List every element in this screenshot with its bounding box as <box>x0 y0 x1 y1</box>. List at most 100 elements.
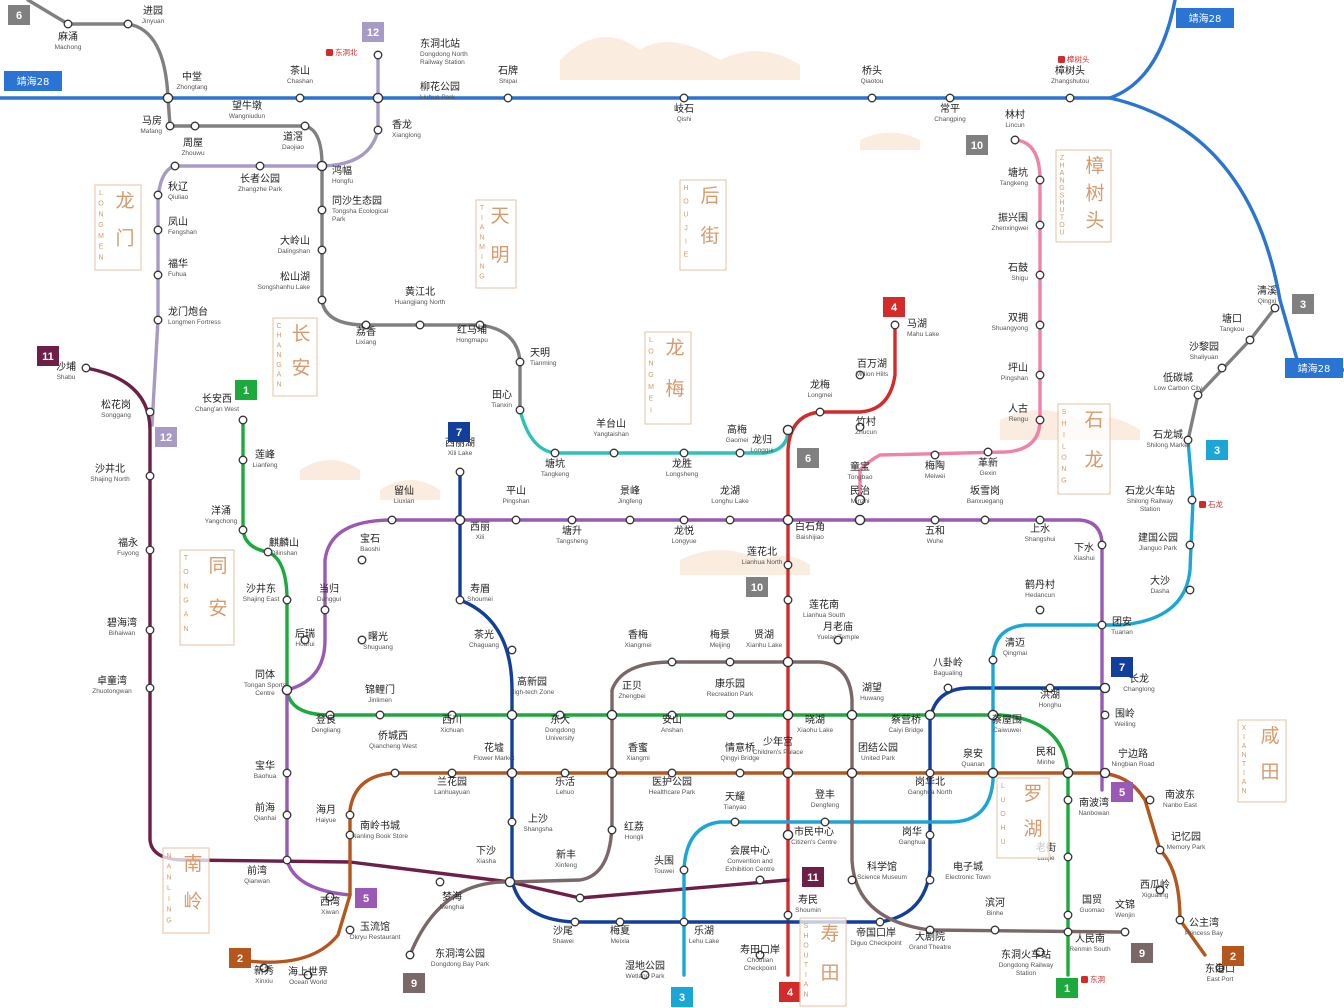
train-station-icon[interactable] <box>1035 220 1045 230</box>
train-station-icon[interactable] <box>1120 927 1130 937</box>
train-station-icon[interactable] <box>170 161 180 171</box>
train-station-icon[interactable] <box>755 875 765 885</box>
train-station-icon[interactable] <box>679 865 689 875</box>
train-station-icon[interactable] <box>511 515 521 525</box>
train-station-icon[interactable] <box>435 877 445 887</box>
transfer-station-icon[interactable] <box>162 92 174 104</box>
train-station-icon[interactable] <box>925 830 935 840</box>
train-station-icon[interactable] <box>1185 540 1195 550</box>
transfer-station-icon[interactable] <box>1099 767 1111 779</box>
train-station-icon[interactable] <box>1063 852 1073 862</box>
train-station-icon[interactable] <box>361 320 371 330</box>
train-station-icon[interactable] <box>1145 795 1155 805</box>
train-station-icon[interactable] <box>867 93 877 103</box>
train-station-icon[interactable] <box>925 875 935 885</box>
train-station-icon[interactable] <box>1100 710 1110 720</box>
train-station-icon[interactable] <box>1035 370 1045 380</box>
transfer-station-icon[interactable] <box>606 767 618 779</box>
train-station-icon[interactable] <box>1045 683 1055 693</box>
train-station-icon[interactable] <box>1097 540 1107 550</box>
transfer-station-icon[interactable] <box>782 829 794 841</box>
train-station-icon[interactable] <box>725 515 735 525</box>
train-station-icon[interactable] <box>607 825 617 835</box>
train-station-icon[interactable] <box>1035 515 1045 525</box>
train-station-icon[interactable] <box>925 925 935 935</box>
train-station-icon[interactable] <box>295 93 305 103</box>
transfer-station-icon[interactable] <box>846 767 858 779</box>
train-station-icon[interactable] <box>783 595 793 605</box>
train-station-icon[interactable] <box>815 407 825 417</box>
transfer-station-icon[interactable] <box>924 709 936 721</box>
train-station-icon[interactable] <box>390 768 400 778</box>
train-station-icon[interactable] <box>303 970 313 980</box>
train-station-icon[interactable] <box>263 547 273 557</box>
transfer-station-icon[interactable] <box>854 494 866 506</box>
train-station-icon[interactable] <box>980 515 990 525</box>
train-station-icon[interactable] <box>145 407 155 417</box>
train-station-icon[interactable] <box>855 370 865 380</box>
transfer-station-icon[interactable] <box>606 709 618 721</box>
train-station-icon[interactable] <box>190 121 200 131</box>
train-station-icon[interactable] <box>1245 335 1255 345</box>
train-station-icon[interactable] <box>855 422 865 432</box>
train-station-icon[interactable] <box>988 655 998 665</box>
train-station-icon[interactable] <box>153 225 163 235</box>
train-station-icon[interactable] <box>345 830 355 840</box>
train-station-icon[interactable] <box>447 768 457 778</box>
train-station-icon[interactable] <box>1035 947 1045 957</box>
train-station-icon[interactable] <box>300 635 310 645</box>
transfer-station-icon[interactable] <box>782 424 794 436</box>
transfer-station-icon[interactable] <box>1099 682 1111 694</box>
train-station-icon[interactable] <box>755 950 765 960</box>
